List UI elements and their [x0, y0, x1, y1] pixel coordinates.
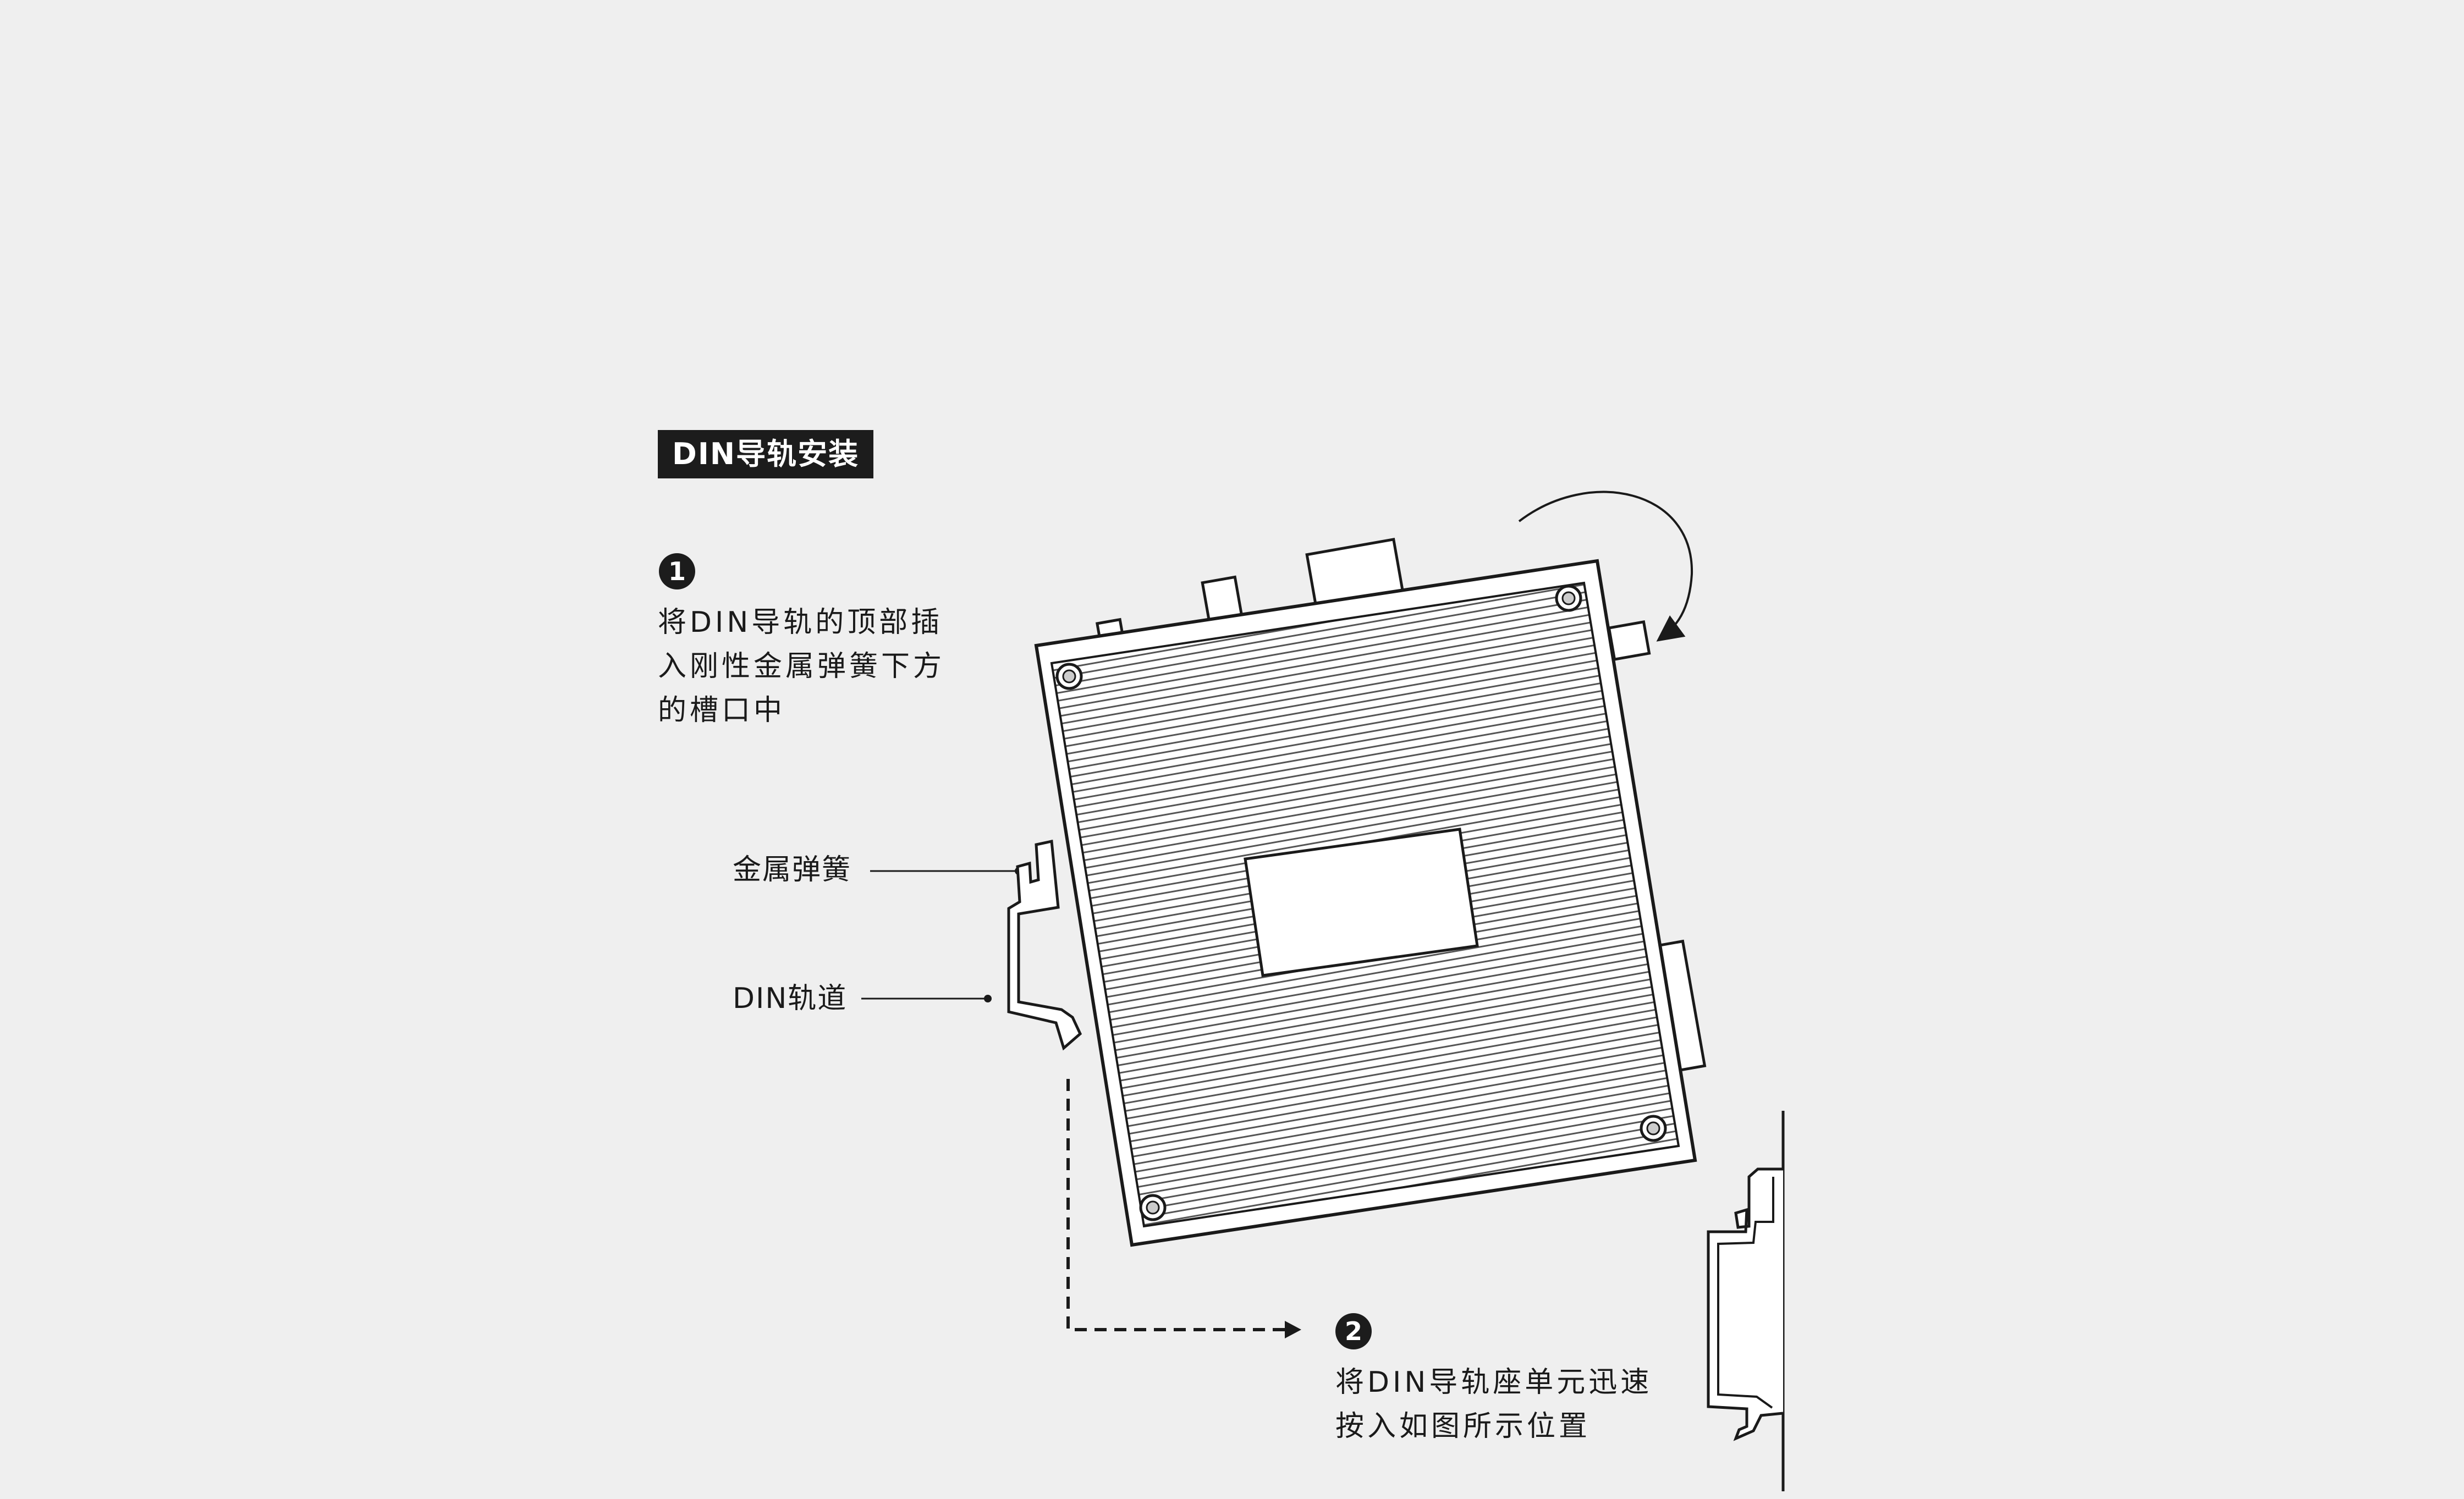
installed-din-rail [1707, 1167, 1784, 1441]
rotate-arrow-icon [1518, 491, 1693, 642]
step-2-number: 2 [1335, 1313, 1372, 1349]
screw-icon [1055, 585, 1667, 1221]
side-port-top [1607, 620, 1651, 662]
spring-leader-line [870, 867, 1022, 875]
device-unit [1007, 538, 1707, 1247]
step-1-text: 将DIN导轨的顶部插 入刚性金属弹簧下方 的槽口中 [658, 606, 945, 727]
section-title: DIN导轨安装 [658, 430, 874, 478]
step-2-text: 将DIN导轨座单元迅速 按入如图所示位置 [1335, 1366, 1653, 1443]
step-1-number: 1 [659, 553, 695, 589]
spring-label: 金属弹簧 [733, 853, 852, 886]
label-window [1244, 828, 1479, 977]
dashed-arrow-icon [1066, 1079, 1287, 1331]
dashed-arrow-head [1285, 1321, 1301, 1338]
din-clip [1007, 839, 1082, 1051]
din-rail-inner [1717, 1177, 1774, 1409]
rail-label: DIN轨道 [733, 982, 848, 1015]
rail-leader-line [861, 995, 992, 1002]
